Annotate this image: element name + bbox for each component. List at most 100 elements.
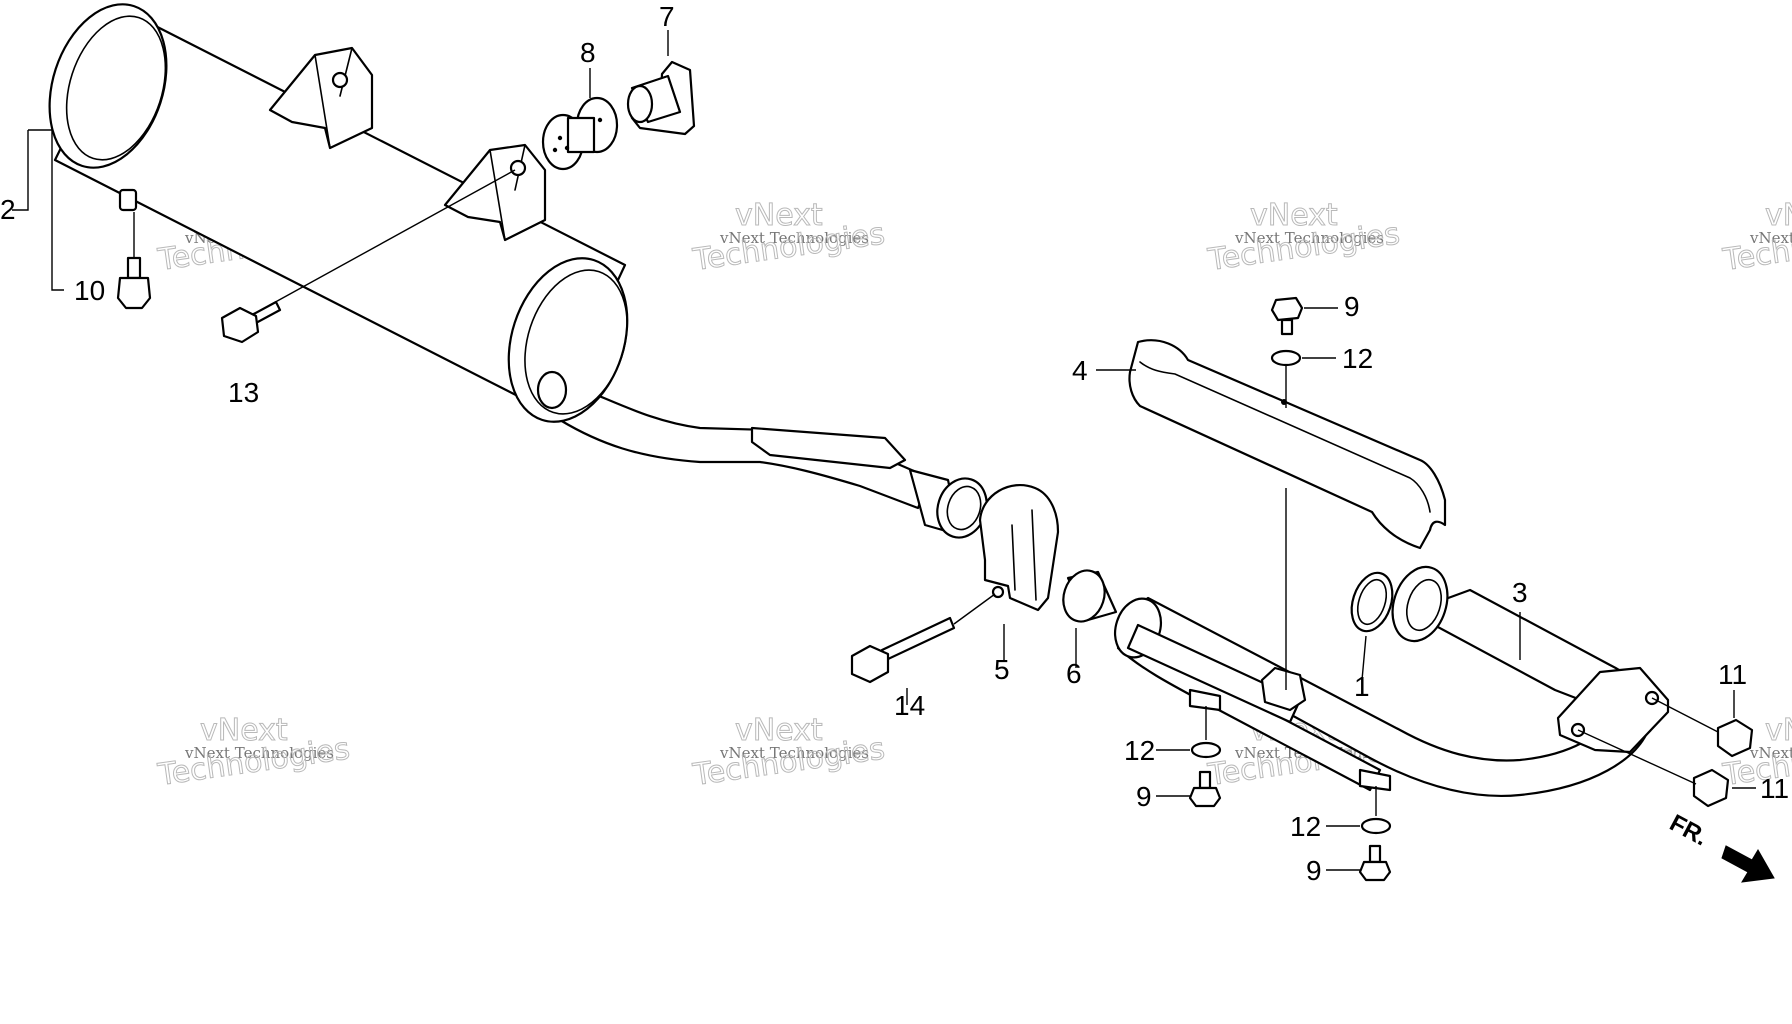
- clamp-bolt: [850, 616, 956, 684]
- joint-sleeve-end: [1062, 569, 1106, 623]
- front-direction-label: FR.: [1665, 809, 1712, 851]
- exhaust-pipe-assembly: [1114, 565, 1670, 798]
- shield-bolt-upper: [1270, 296, 1304, 336]
- joint-clamp: [978, 483, 1060, 612]
- drain-bolt-shank: [126, 256, 142, 280]
- mount-collar: [626, 60, 696, 136]
- grommet-dot-4: [597, 117, 603, 123]
- watermark-word-4: vNext: [1765, 198, 1792, 233]
- watermark-company-6: vNext Technologies: [719, 744, 869, 762]
- grommet-dot-2: [564, 145, 570, 151]
- muffler-rear-bracket-hole: [331, 71, 349, 89]
- watermark-company-8: vNext Technologies: [1749, 744, 1792, 762]
- leader-2: [12, 129, 64, 291]
- callout-14: 14: [894, 690, 925, 721]
- pipe-shield-bracket: [1260, 666, 1307, 712]
- muffler-front-bracket-hole: [509, 159, 527, 177]
- clamp-bolt-shank: [880, 616, 956, 662]
- watermark-word-3: vNext: [1250, 198, 1338, 233]
- leader-13: [269, 169, 516, 306]
- leader-1: [1361, 635, 1367, 681]
- tail-pipe-clamp-band: [750, 426, 907, 470]
- muffler-front-cap-rim: [524, 269, 628, 415]
- leader-clamp-bolt-line: [953, 593, 996, 625]
- muffler-drain-stud: [118, 188, 138, 212]
- joint-clamp-slot: [1011, 509, 1037, 601]
- watermark-5: vNext vNext Technologies Technologies: [155, 713, 353, 794]
- callout-12-right: 12: [1290, 811, 1321, 842]
- muffler-mount-bolt: [220, 300, 282, 344]
- watermark-company-4: vNext Technologies: [1749, 229, 1792, 247]
- grommet-dot-1: [557, 135, 563, 141]
- muffler-tail-pipe: [548, 376, 932, 510]
- grommet-dot-3: [552, 147, 558, 153]
- pipe-bolt-left: [1188, 770, 1222, 808]
- front-direction-indicator: FR.: [1665, 809, 1775, 883]
- muffler-rear-bracket-edge: [314, 47, 353, 149]
- watermark-word-2: vNext: [735, 198, 823, 233]
- pipe-bolt-right-shank: [1368, 844, 1382, 864]
- exhaust-pipe-inlet: [1391, 565, 1449, 643]
- watermark-3: vNext vNext Technologies Technologies: [1205, 198, 1403, 279]
- watermark-company-5: vNext Technologies: [184, 744, 334, 762]
- pipe-lower-tab-1: [1188, 688, 1222, 712]
- watermark-4: vNext vNext Technologies Technologies: [1720, 198, 1792, 279]
- shield-washer-upper: [1270, 349, 1302, 367]
- exhaust-pipe-inlet-inner: [1405, 578, 1443, 632]
- watermark-word-5: vNext: [200, 713, 288, 748]
- callout-12-upper: 12: [1342, 343, 1373, 374]
- tail-pipe-slip-mouth-inner: [946, 485, 982, 531]
- pipe-bolt-right-head: [1358, 860, 1392, 882]
- front-direction-arrow-icon: [1721, 845, 1775, 883]
- clamp-bolt-head: [850, 644, 890, 684]
- flange-nut-lower: [1692, 768, 1730, 808]
- exhaust-pipe-rear: [1126, 623, 1302, 724]
- pipe-bolt-right: [1358, 844, 1392, 882]
- heat-shield-edge: [1139, 361, 1431, 513]
- pipe-lower-tab-2: [1358, 768, 1392, 792]
- drain-bolt: [116, 256, 152, 310]
- watermark-company-2: vNext Technologies: [719, 229, 869, 247]
- grommet-core: [566, 116, 596, 154]
- gasket-ring-inner: [1356, 578, 1388, 626]
- callout-11-upper: 11: [1718, 659, 1747, 690]
- callout-2: 2: [0, 194, 16, 225]
- gasket-ring: [1350, 571, 1394, 633]
- callout-1: 1: [1354, 671, 1370, 702]
- flange-nut-upper: [1716, 718, 1754, 758]
- watermark-6: vNext vNext Technologies Technologies: [690, 713, 888, 794]
- muffler-outlet-nipple: [536, 370, 568, 410]
- watermark-2: vNext vNext Technologies Technologies: [690, 198, 888, 279]
- callout-9-left: 9: [1136, 781, 1152, 812]
- heat-shield: [1128, 339, 1447, 550]
- mount-grommet: [541, 96, 619, 171]
- leader-11-lower: [1577, 729, 1756, 789]
- drain-bolt-head: [116, 276, 152, 310]
- pipe-washer-left: [1190, 741, 1222, 759]
- callout-labels: 2 10 13 8 7 14 5 6 4 9 12 12 9 12 9 1 3 …: [0, 1, 1789, 886]
- callout-11-lower: 11: [1760, 773, 1789, 804]
- callout-13: 13: [228, 377, 259, 408]
- joint-clamp-hole: [991, 585, 1005, 599]
- leader-11-upper: [1651, 690, 1735, 733]
- callout-8: 8: [580, 37, 596, 68]
- callout-12-left: 12: [1124, 735, 1155, 766]
- watermark-company-3: vNext Technologies: [1234, 229, 1384, 247]
- muffler-rear-cap-rim: [65, 15, 167, 161]
- callout-4: 4: [1072, 355, 1088, 386]
- callout-6: 6: [1066, 658, 1082, 689]
- joint-clamp-body: [978, 483, 1060, 612]
- callout-3: 3: [1512, 577, 1528, 608]
- shield-bolt-upper-head: [1270, 296, 1304, 322]
- collar-tube-end: [626, 84, 654, 124]
- callout-5: 5: [994, 654, 1010, 685]
- pipe-bolt-left-shank: [1198, 770, 1212, 790]
- leader-lines: [12, 30, 1756, 871]
- muffler-assembly: [48, 3, 988, 539]
- pipe-bolt-left-head: [1188, 786, 1222, 808]
- callout-9-right: 9: [1306, 855, 1322, 886]
- callout-9-upper: 9: [1344, 291, 1360, 322]
- shield-bolt-upper-shank: [1280, 318, 1294, 336]
- muffler-mount-bolt-head: [220, 306, 260, 344]
